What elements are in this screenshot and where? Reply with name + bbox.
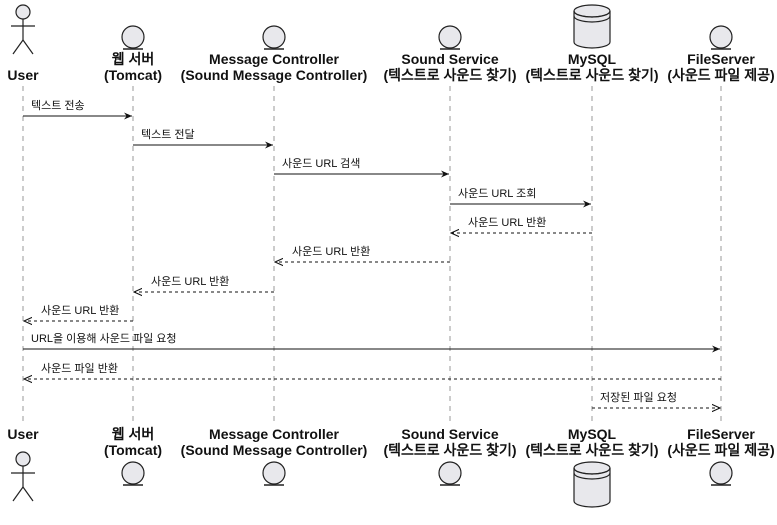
actor-head-icon: [15, 451, 31, 467]
participant-subtitle: (텍스트로 사운드 찾기): [383, 442, 516, 458]
database-icon: [573, 4, 611, 49]
participant-subtitle: (텍스트로 사운드 찾기): [525, 67, 658, 83]
message-label: 텍스트 전송: [31, 99, 85, 112]
message-1: 텍스트 전송: [23, 99, 132, 120]
entity-icon: [709, 25, 733, 49]
participant-db: MySQL(텍스트로 사운드 찾기): [525, 4, 659, 83]
participant-name: 웹 서버: [112, 426, 155, 442]
participant-footer-user: User: [7, 426, 39, 502]
participant-footer-db: MySQL(텍스트로 사운드 찾기): [525, 426, 659, 508]
participant-web: 웹 서버(Tomcat): [104, 25, 162, 83]
entity-icon: [709, 461, 733, 485]
message-label: 사운드 URL 조회: [458, 187, 536, 200]
participant-name: Message Controller: [209, 426, 339, 442]
participant-subtitle: (Tomcat): [104, 442, 162, 458]
entity-icon: [121, 25, 145, 49]
entity-icon: [438, 461, 462, 485]
entity-icon: [262, 461, 286, 485]
message-2: 텍스트 전달: [133, 128, 273, 149]
participant-user: User: [7, 4, 39, 83]
message-label: 사운드 URL 반환: [41, 304, 119, 317]
message-9: URL을 이용해 사운드 파일 요청: [23, 331, 720, 353]
message-4: 사운드 URL 조회: [450, 187, 591, 208]
message-label: 사운드 파일 반환: [41, 361, 118, 375]
participant-fs: FileServer(사운드 파일 제공): [667, 25, 775, 83]
participant-name: Sound Service: [401, 51, 498, 67]
participant-ss: Sound Service(텍스트로 사운드 찾기): [383, 25, 517, 83]
message-11: 저장된 파일 요청: [592, 390, 720, 408]
lifelines: [22, 86, 722, 424]
entity-icon: [438, 25, 462, 49]
message-8: 사운드 URL 반환: [24, 304, 133, 321]
participant-subtitle: (사운드 파일 제공): [667, 67, 774, 83]
actor-leg-icon: [22, 39, 34, 55]
entity-icon: [262, 25, 286, 49]
message-label: URL을 이용해 사운드 파일 요청: [31, 331, 177, 345]
entity-icon: [121, 461, 145, 485]
participant-name: MySQL: [568, 51, 617, 67]
participant-footer-ss: Sound Service(텍스트로 사운드 찾기): [383, 426, 517, 486]
message-label: 사운드 URL 반환: [468, 216, 546, 229]
actor-leg-icon: [22, 486, 34, 502]
participant-mc: Message Controller(Sound Message Control…: [181, 25, 368, 83]
message-label: 사운드 URL 검색: [282, 157, 360, 170]
participant-subtitle: (텍스트로 사운드 찾기): [525, 442, 658, 458]
participant-name: MySQL: [568, 426, 617, 442]
message-7: 사운드 URL 반환: [134, 275, 274, 292]
message-10: 사운드 파일 반환: [24, 361, 721, 379]
message-3: 사운드 URL 검색: [274, 157, 449, 178]
message-5: 사운드 URL 반환: [451, 216, 592, 233]
participant-name: FileServer: [687, 426, 755, 442]
participant-name: Sound Service: [401, 426, 498, 442]
database-icon: [573, 461, 611, 508]
participant-name: 웹 서버: [112, 51, 155, 67]
participant-subtitle: (Sound Message Controller): [181, 67, 368, 83]
participant-footer-fs: FileServer(사운드 파일 제공): [667, 426, 775, 486]
participant-name: FileServer: [687, 51, 755, 67]
participant-subtitle: (Sound Message Controller): [181, 442, 368, 458]
participant-name: Message Controller: [209, 51, 339, 67]
participant-name: User: [7, 426, 39, 442]
actor-head-icon: [15, 4, 31, 20]
message-label: 저장된 파일 요청: [600, 390, 677, 404]
participant-name: User: [7, 67, 39, 83]
message-label: 사운드 URL 반환: [151, 275, 229, 288]
message-label: 사운드 URL 반환: [292, 245, 370, 258]
message-label: 텍스트 전달: [141, 128, 195, 141]
actor-leg-icon: [12, 39, 24, 55]
participant-subtitle: (Tomcat): [104, 67, 162, 83]
participant-subtitle: (텍스트로 사운드 찾기): [383, 67, 516, 83]
message-6: 사운드 URL 반환: [275, 245, 450, 262]
participant-footer-web: 웹 서버(Tomcat): [104, 426, 162, 486]
participant-footer-mc: Message Controller(Sound Message Control…: [181, 426, 368, 486]
participant-subtitle: (사운드 파일 제공): [667, 442, 774, 458]
actor-leg-icon: [12, 486, 24, 502]
